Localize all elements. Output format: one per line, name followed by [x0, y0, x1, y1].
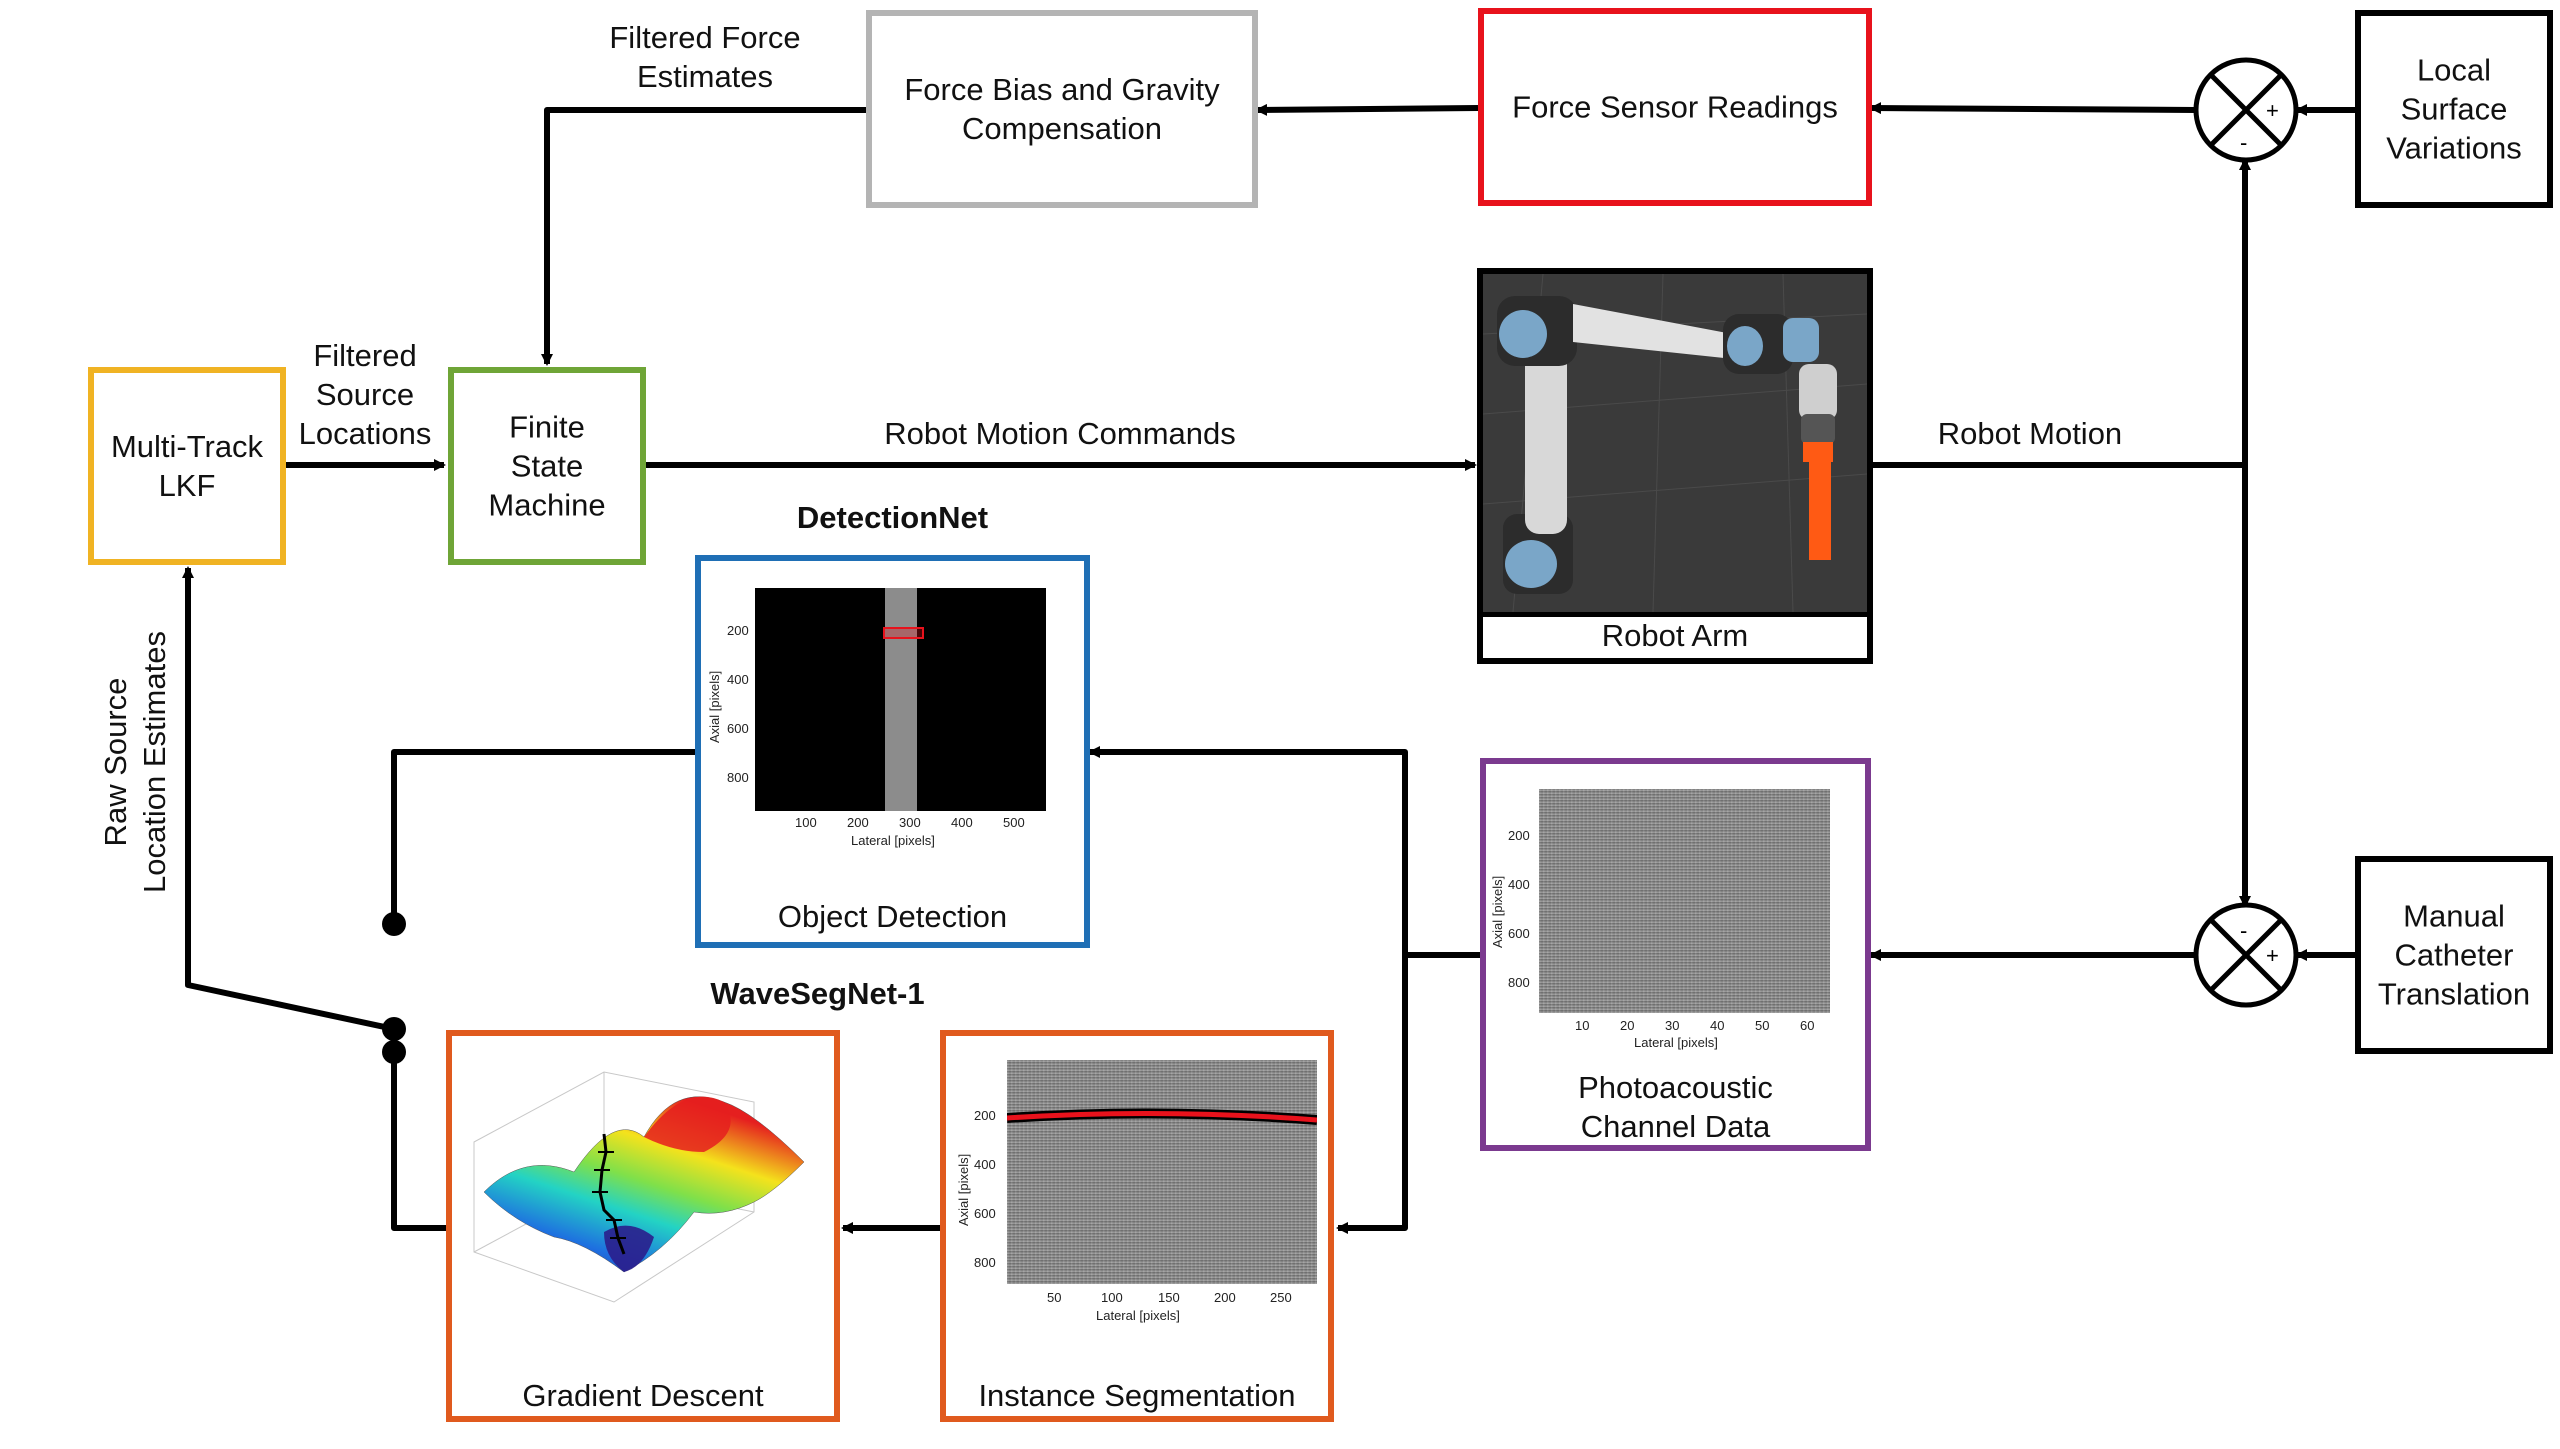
fsm-label: Finite State Machine: [488, 409, 606, 523]
edge-branch-to-segmentation: [1336, 955, 1408, 1234]
photoacoustic-xtick: 30: [1665, 1018, 1680, 1033]
segmentation-xlabel: Lateral [pixels]: [1096, 1308, 1180, 1323]
edge-label-filtered-source: Filtered Source Locations: [298, 338, 432, 451]
manual-catheter-box: Manual Catheter Translation: [2355, 856, 2553, 1054]
detection-xtick: 300: [899, 815, 921, 830]
edge-label-robot-motion-commands: Robot Motion Commands: [884, 416, 1236, 451]
segmentation-xtick: 200: [1214, 1290, 1236, 1305]
detection-ylabel: Axial [pixels]: [707, 670, 722, 743]
detection-ytick: 400: [727, 672, 749, 687]
edge-label-robot-motion: Robot Motion: [1937, 416, 2123, 451]
edge-junction-to-sensor: [1869, 102, 2197, 115]
photoacoustic-xlabel: Lateral [pixels]: [1634, 1035, 1718, 1050]
local-surface-box: Local Surface Variations: [2355, 10, 2553, 208]
gradient-descent-box: Gradient Descent: [446, 1030, 840, 1422]
switch-contact-gd: [382, 1040, 406, 1064]
junction-bottom-plus: +: [2266, 943, 2279, 968]
summing-junction-bottom: [2193, 902, 2299, 1008]
segmentation-ylabel: Axial [pixels]: [956, 1153, 971, 1226]
switch-contact-pivot: [382, 1017, 406, 1041]
multi-track-lkf-box: Multi-Track LKF: [88, 367, 286, 565]
segmentation-ytick: 200: [974, 1108, 996, 1123]
edge-bias-to-fsm: [541, 107, 866, 366]
photoacoustic-label: Photoacoustic Channel Data: [1578, 1070, 1773, 1144]
object-detection-box: 200 400 600 800 100 200 300 400 500 Late…: [695, 555, 1090, 948]
robot-arm-image: [1483, 274, 1867, 612]
robot-arm-box: Robot Arm: [1477, 268, 1873, 664]
edge-label-filtered-force: Filtered Force Estimates: [609, 20, 801, 94]
force-bias-label: Force Bias and Gravity Compensation: [904, 72, 1220, 146]
photoacoustic-ytick: 600: [1508, 926, 1530, 941]
edge-sensor-to-bias: [1255, 103, 1479, 116]
object-detection-label: Object Detection: [777, 899, 1008, 934]
instance-segmentation-box: 200 400 600 800 50 100 150 200 250 Later…: [940, 1030, 1334, 1422]
segmentation-xtick: 50: [1047, 1290, 1062, 1305]
gradient-descent-surface: [473, 1071, 805, 1303]
edge-detection-to-switch: [391, 749, 695, 924]
photoacoustic-plot-area: [1539, 789, 1830, 1013]
segmentation-plot-area: [1007, 1060, 1317, 1284]
photoacoustic-xtick: 40: [1710, 1018, 1725, 1033]
segmentation-mask: [1007, 1108, 1317, 1125]
edge-switch-to-lkf: [182, 566, 395, 1032]
detection-bounding-box: [883, 627, 924, 639]
photoacoustic-xtick: 50: [1755, 1018, 1770, 1033]
multi-track-lkf-label: Multi-Track LKF: [110, 429, 264, 503]
edge-branch-to-detection: [1088, 746, 1408, 955]
segmentation-ytick: 400: [974, 1157, 996, 1172]
detection-ytick: 200: [727, 623, 749, 638]
wavesegnet-title: WaveSegNet-1: [710, 976, 925, 1011]
photoacoustic-xtick: 20: [1620, 1018, 1635, 1033]
segmentation-xtick: 100: [1101, 1290, 1123, 1305]
junction-top-minus: -: [2240, 130, 2247, 155]
robot-arm-label: Robot Arm: [1601, 618, 1749, 653]
photoacoustic-xtick: 10: [1575, 1018, 1590, 1033]
local-surface-label: Local Surface Variations: [2386, 52, 2522, 166]
photoacoustic-ytick: 400: [1508, 877, 1530, 892]
detection-xtick: 100: [795, 815, 817, 830]
summing-junction-top: [2193, 57, 2299, 163]
junction-bottom-minus: -: [2240, 918, 2247, 943]
detection-xtick: 400: [951, 815, 973, 830]
photoacoustic-ytick: 800: [1508, 975, 1530, 990]
segmentation-xtick: 250: [1270, 1290, 1292, 1305]
detectionnet-title: DetectionNet: [796, 500, 989, 535]
robot-arm-divider: [1483, 612, 1867, 617]
photoacoustic-box: 200 400 600 800 10 20 30 40 50 60 Latera…: [1480, 758, 1871, 1151]
detection-xtick: 500: [1003, 815, 1025, 830]
detection-ytick: 800: [727, 770, 749, 785]
segmentation-xtick: 150: [1158, 1290, 1180, 1305]
photoacoustic-ylabel: Axial [pixels]: [1490, 875, 1505, 948]
force-bias-box: Force Bias and Gravity Compensation: [866, 10, 1258, 208]
switch-contact-detection: [382, 912, 406, 936]
force-sensor-label: Force Sensor Readings: [1512, 89, 1838, 125]
detection-xtick: 200: [847, 815, 869, 830]
manual-catheter-label: Manual Catheter Translation: [2377, 898, 2531, 1012]
gradient-descent-label: Gradient Descent: [522, 1378, 764, 1413]
edge-label-raw-source: Raw Source Location Estimates: [98, 631, 172, 893]
detection-xlabel: Lateral [pixels]: [851, 833, 935, 848]
photoacoustic-ytick: 200: [1508, 828, 1530, 843]
segmentation-ytick: 800: [974, 1255, 996, 1270]
detection-ytick: 600: [727, 721, 749, 736]
instance-segmentation-label: Instance Segmentation: [978, 1378, 1296, 1413]
fsm-box: Finite State Machine: [448, 367, 646, 565]
force-sensor-box: Force Sensor Readings: [1478, 8, 1872, 206]
segmentation-ytick: 600: [974, 1206, 996, 1221]
edge-gd-to-switch: [391, 1052, 446, 1231]
photoacoustic-xtick: 60: [1800, 1018, 1815, 1033]
detection-vessel-band: [885, 588, 917, 811]
junction-top-plus: +: [2266, 98, 2279, 123]
